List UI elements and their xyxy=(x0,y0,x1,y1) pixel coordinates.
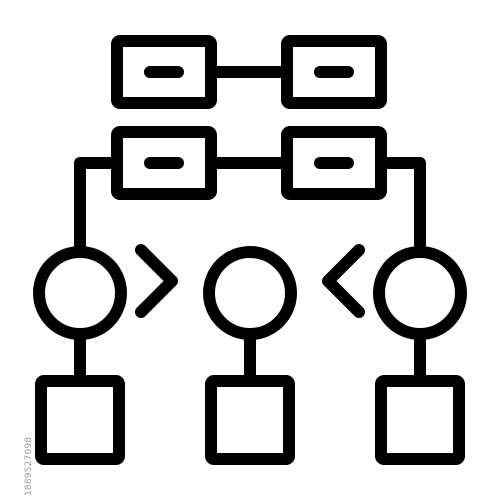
left-circle-node xyxy=(33,246,127,340)
right-branch-line xyxy=(375,157,426,258)
right-square-node xyxy=(375,375,465,465)
left-branch-line xyxy=(74,157,123,258)
left-square-node xyxy=(35,375,125,465)
center-square-node xyxy=(205,375,295,465)
stock-image-id: 1889527098 xyxy=(24,436,34,496)
chevron-right-icon xyxy=(135,244,178,318)
right-circle-node xyxy=(373,246,467,340)
chevron-left-icon xyxy=(322,244,365,318)
center-circle-node xyxy=(203,246,297,340)
